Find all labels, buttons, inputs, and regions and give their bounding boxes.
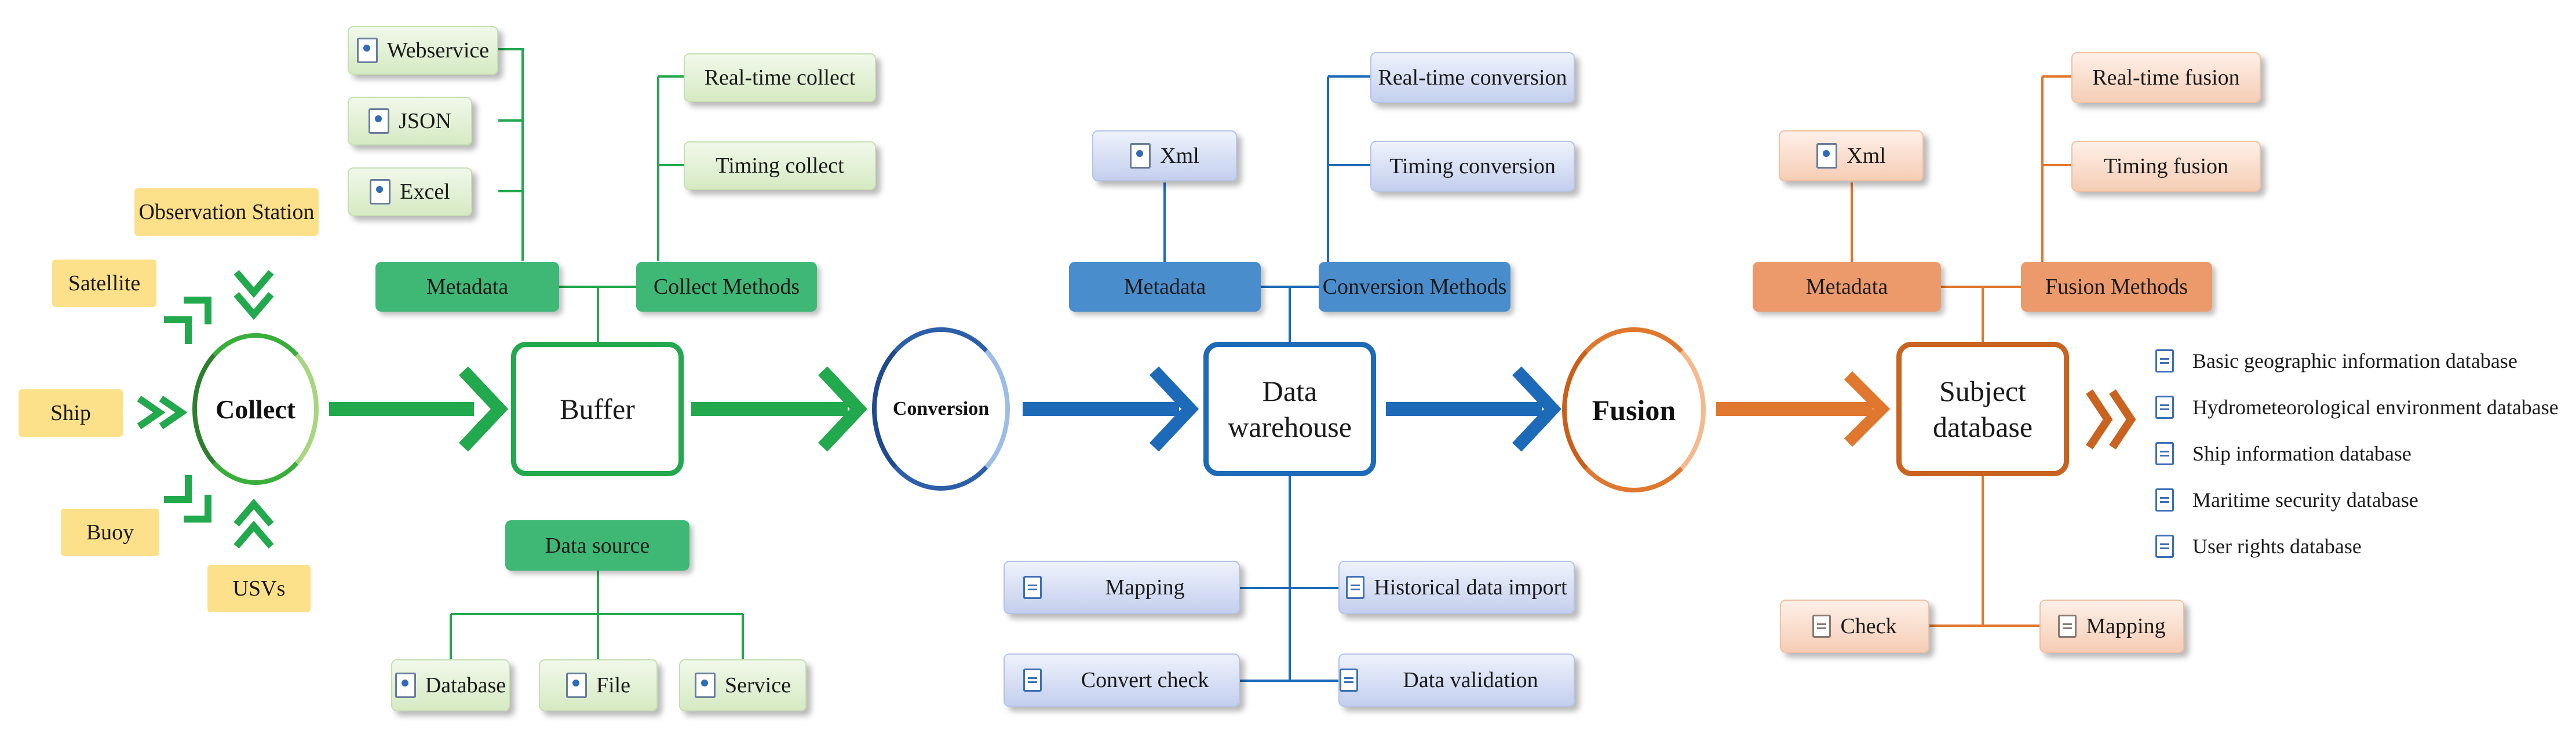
- buffer-collect-methods-hub: Collect Methods: [636, 262, 817, 312]
- document-icon: [695, 673, 716, 698]
- conversion-methods-hub: Conversion Methods: [1319, 262, 1510, 312]
- data-source-label: File: [596, 673, 631, 697]
- document-icon: [1816, 143, 1838, 169]
- database-name: Basic geographic information database: [2192, 349, 2517, 372]
- source-ship: Ship: [19, 389, 123, 437]
- buffer-stage: Buffer: [511, 342, 684, 476]
- warehouse-item-label: Mapping: [1105, 575, 1185, 600]
- buffer-stage-label: Buffer: [560, 392, 635, 425]
- document-icon: [1346, 576, 1365, 599]
- conversion-node-label: Conversion: [892, 398, 990, 419]
- warehouse-item-label: Convert check: [1081, 668, 1209, 692]
- database-list: Basic geographic information database Hy…: [2155, 338, 2573, 569]
- subject-item-mapping: Mapping: [2039, 600, 2184, 653]
- warehouse-item-data-validation: Data validation: [1338, 653, 1575, 707]
- warehouse-connectors: [1163, 75, 1370, 682]
- database-list-item: Basic geographic information database: [2155, 338, 2573, 384]
- document-icon: [370, 179, 391, 204]
- data-warehouse-line1: Data: [1262, 374, 1318, 407]
- buffer-metadata-item-json: JSON: [348, 97, 472, 145]
- fusion-methods-hub: Fusion Methods: [2021, 262, 2212, 312]
- source-satellite: Satellite: [52, 260, 156, 307]
- buffer-metadata-hub: Metadata: [375, 262, 559, 312]
- conversion-method-real-time: Real-time conversion: [1370, 52, 1575, 103]
- subject-item-label: Mapping: [2086, 614, 2166, 638]
- flow-arrows: [329, 366, 2136, 452]
- subject-database-stage: Subject database: [1896, 342, 2069, 476]
- data-warehouse-line2: warehouse: [1228, 411, 1352, 443]
- collect-chevrons: [137, 270, 274, 549]
- document-icon: [2155, 349, 2174, 372]
- buffer-method-real-time-collect: Real-time collect: [684, 53, 876, 102]
- fusion-node: Fusion: [1562, 327, 1706, 492]
- database-list-item: Ship information database: [2155, 430, 2573, 477]
- database-list-item: User rights database: [2155, 523, 2573, 569]
- collect-node: Collect: [192, 333, 319, 485]
- buffer-metadata-item-label: Excel: [400, 180, 450, 204]
- database-list-item: Hydrometeorological environment database: [2155, 384, 2573, 430]
- buffer-metadata-item-label: Webservice: [386, 38, 490, 63]
- conversion-node: Conversion: [872, 327, 1010, 491]
- document-icon: [1023, 576, 1042, 599]
- document-icon: [1130, 143, 1151, 169]
- database-name: Hydrometeorological environment database: [2192, 396, 2559, 419]
- source-buoy: Buoy: [61, 509, 159, 556]
- warehouse-item-convert-check: Convert check: [1004, 653, 1240, 707]
- warehouse-item-mapping: Mapping: [1004, 561, 1240, 614]
- buffer-metadata-item-webservice: Webservice: [348, 26, 498, 75]
- document-icon: [2155, 396, 2174, 419]
- buffer-connectors: [450, 48, 744, 659]
- subject-item-check: Check: [1780, 600, 1929, 653]
- source-usvs: USVs: [207, 565, 311, 612]
- subject-metadata-item-xml: Xml: [1779, 130, 1924, 181]
- fusion-method-timing: Timing fusion: [2071, 141, 2261, 192]
- database-name: Maritime security database: [2192, 488, 2418, 512]
- fusion-node-label: Fusion: [1592, 393, 1676, 426]
- document-icon: [395, 673, 416, 698]
- subject-database-line2: database: [1932, 411, 2033, 443]
- warehouse-item-label: Historical data import: [1374, 575, 1567, 600]
- data-source-hub: Data source: [505, 520, 689, 571]
- subject-database-line1: Subject: [1939, 374, 2026, 407]
- warehouse-item-historical-import: Historical data import: [1338, 561, 1575, 614]
- data-warehouse-stage: Data warehouse: [1203, 342, 1376, 476]
- document-icon: [2155, 442, 2174, 465]
- collect-node-label: Collect: [216, 394, 295, 424]
- conversion-method-timing: Timing conversion: [1370, 141, 1575, 192]
- data-source-service: Service: [679, 659, 807, 711]
- subject-db-connectors: [1851, 75, 2071, 627]
- buffer-metadata-item-excel: Excel: [348, 167, 472, 216]
- warehouse-item-label: Data validation: [1403, 668, 1538, 692]
- database-name: User rights database: [2192, 535, 2362, 558]
- document-icon: [356, 38, 378, 63]
- buffer-method-timing-collect: Timing collect: [684, 141, 876, 190]
- document-icon: [2058, 615, 2077, 638]
- data-source-label: Service: [725, 673, 791, 697]
- document-icon: [565, 673, 587, 698]
- subject-metadata-item-label: Xml: [1847, 144, 1886, 168]
- data-source-label: Database: [425, 673, 506, 697]
- subject-metadata-hub: Metadata: [1753, 262, 1941, 312]
- document-icon: [2155, 488, 2174, 512]
- data-source-database: Database: [391, 659, 510, 711]
- document-icon: [2155, 535, 2174, 558]
- data-source-file: File: [539, 659, 658, 711]
- database-name: Ship information database: [2192, 442, 2411, 465]
- document-icon: [1340, 669, 1358, 692]
- fusion-method-real-time: Real-time fusion: [2071, 52, 2261, 103]
- warehouse-metadata-item-label: Xml: [1160, 144, 1199, 168]
- database-list-item: Maritime security database: [2155, 477, 2573, 523]
- buffer-metadata-item-label: JSON: [399, 109, 451, 133]
- warehouse-metadata-hub: Metadata: [1069, 262, 1261, 312]
- warehouse-metadata-item-xml: Xml: [1092, 130, 1237, 181]
- document-icon: [1812, 615, 1831, 638]
- source-observation-station: Observation Station: [134, 188, 319, 236]
- subject-item-label: Check: [1840, 614, 1897, 638]
- document-icon: [1023, 669, 1042, 692]
- document-icon: [368, 108, 390, 134]
